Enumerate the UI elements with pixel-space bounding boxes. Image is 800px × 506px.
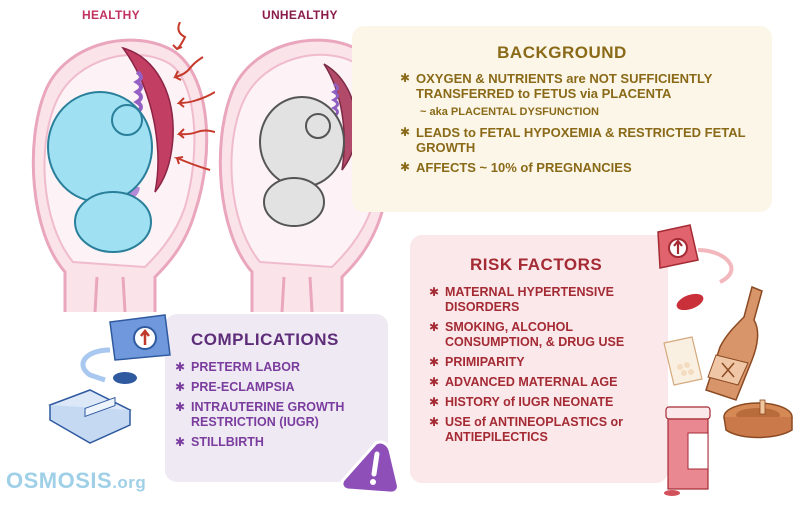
bullet-star-icon: ✱ bbox=[429, 355, 440, 369]
complication-item: ✱PRETERM LABOR bbox=[175, 360, 301, 374]
blood-pressure-cuff-blue-icon bbox=[80, 314, 171, 384]
weighing-scale-icon bbox=[48, 389, 132, 444]
risk-factor-item: ✱USE of ANTINEOPLASTICS or ANTIEPILECTIC… bbox=[429, 415, 624, 444]
blood-pressure-cuff-red-icon bbox=[657, 224, 734, 310]
risk-factor-item: ✱MATERNAL HYPERTENSIVE DISORDERS bbox=[429, 285, 615, 314]
risk-factor-item: ✱ADVANCED MATERNAL AGE bbox=[429, 375, 618, 389]
warning-triangle-icon bbox=[340, 440, 400, 495]
complications-list: ✱PRETERM LABOR ✱PRE-ECLAMPSIA ✱INTRAUTER… bbox=[175, 360, 388, 450]
risk-factor-item: ✱HISTORY of IUGR NEONATE bbox=[429, 395, 614, 409]
complications-title: COMPLICATIONS bbox=[191, 330, 339, 349]
background-item: ✱AFFECTS ~ 10% of PREGNANCIES bbox=[400, 160, 632, 175]
background-title: BACKGROUND bbox=[497, 43, 627, 62]
complication-item: ✱PRE-ECLAMPSIA bbox=[175, 380, 295, 394]
risk-factors-panel: RISK FACTORS ✱MATERNAL HYPERTENSIVE DISO… bbox=[410, 235, 668, 483]
bullet-star-icon: ✱ bbox=[175, 400, 186, 414]
bullet-star-icon: ✱ bbox=[175, 435, 186, 449]
background-subitem: ~ aka PLACENTAL DYSFUNCTION bbox=[420, 106, 599, 118]
bullet-star-icon: ✱ bbox=[400, 125, 411, 139]
bullet-star-icon: ✱ bbox=[429, 415, 440, 429]
bullet-star-icon: ✱ bbox=[400, 71, 411, 85]
bullet-star-icon: ✱ bbox=[429, 395, 440, 409]
background-item: ✱LEADS to FETAL HYPOXEMIA & RESTRICTED F… bbox=[400, 125, 746, 155]
bullet-star-icon: ✱ bbox=[429, 320, 440, 334]
bullet-star-icon: ✱ bbox=[429, 285, 440, 299]
risk-factor-item: ✱PRIMIPARITY bbox=[429, 355, 525, 369]
background-item: ✱OXYGEN & NUTRIENTS are NOT SUFFICIENTLY… bbox=[400, 71, 713, 101]
bullet-star-icon: ✱ bbox=[400, 160, 411, 174]
risk-factors-title: RISK FACTORS bbox=[470, 255, 603, 274]
risk-factor-item: ✱SMOKING, ALCOHOL CONSUMPTION, & DRUG US… bbox=[429, 320, 625, 349]
ashtray-icon bbox=[723, 399, 793, 439]
complication-item: ✱STILLBIRTH bbox=[175, 435, 264, 449]
bullet-star-icon: ✱ bbox=[429, 375, 440, 389]
alcohol-bottle-icon bbox=[705, 285, 763, 401]
risk-factors-list: ✱MATERNAL HYPERTENSIVE DISORDERS ✱SMOKIN… bbox=[429, 285, 668, 445]
unhealthy-label: UNHEALTHY bbox=[262, 8, 338, 22]
pill-bag-icon bbox=[663, 336, 703, 386]
prescription-bottle-icon bbox=[664, 406, 711, 496]
healthy-label: HEALTHY bbox=[82, 8, 140, 22]
complications-panel: COMPLICATIONS ✱PRETERM LABOR ✱PRE-ECLAMP… bbox=[165, 314, 388, 482]
unhealthy-uterus-illustration bbox=[218, 38, 396, 312]
osmosis-logo: OSMOSIS.org bbox=[6, 468, 147, 493]
complication-item: ✱INTRAUTERINE GROWTH RESTRICTION (IUGR) bbox=[175, 400, 345, 429]
background-list: ✱OXYGEN & NUTRIENTS are NOT SUFFICIENTLY… bbox=[400, 71, 772, 175]
healthy-uterus-illustration bbox=[31, 22, 215, 312]
background-panel: BACKGROUND ✱OXYGEN & NUTRIENTS are NOT S… bbox=[352, 26, 772, 212]
bullet-star-icon: ✱ bbox=[175, 380, 186, 394]
bullet-star-icon: ✱ bbox=[175, 360, 186, 374]
